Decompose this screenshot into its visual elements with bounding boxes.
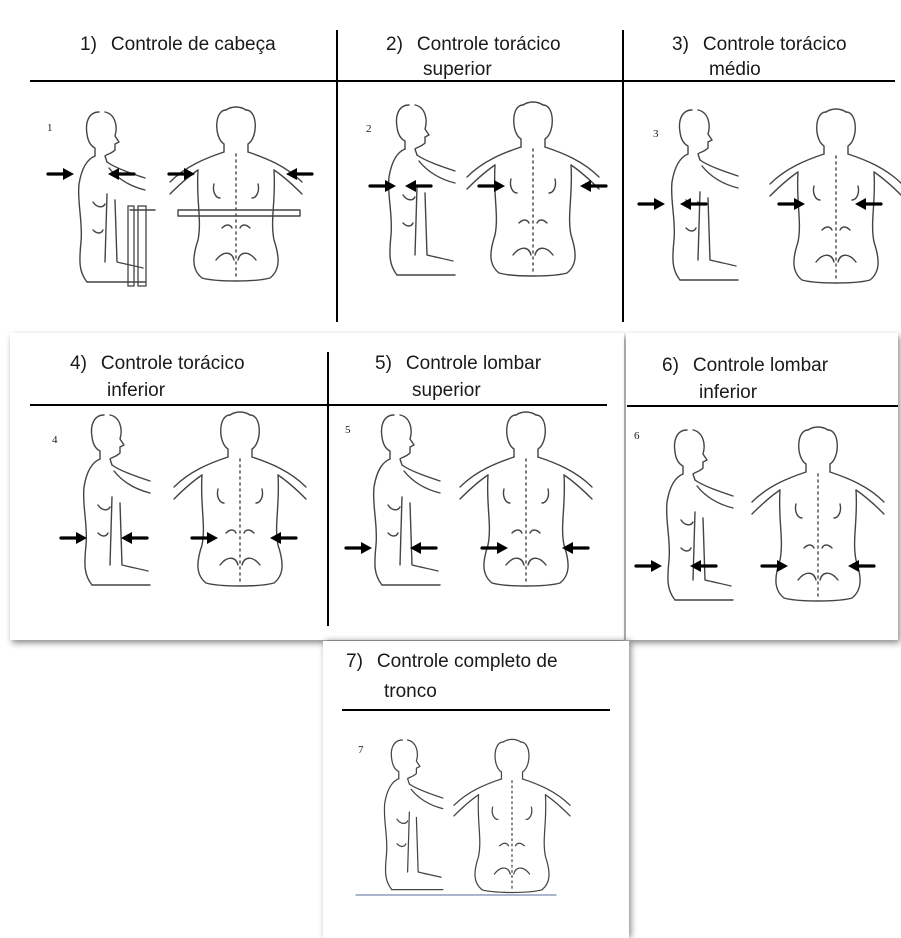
panel-1-figures xyxy=(0,0,901,938)
